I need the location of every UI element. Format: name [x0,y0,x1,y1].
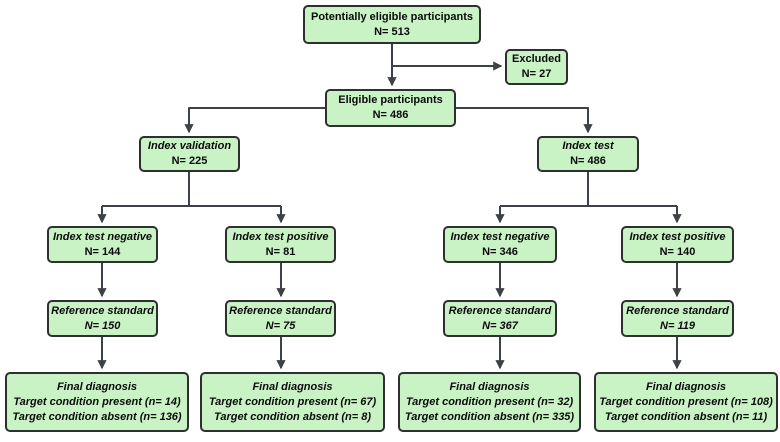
node-count: N= 486 [372,109,409,121]
node-reference-standard-4: Reference standard N= 119 [621,300,734,337]
node-title: Index test negative [450,230,550,243]
node-count: N= 144 [84,245,121,258]
node-title: Reference standard [626,304,729,317]
node-title: Index test negative [52,230,153,243]
node-detail: Target condition absent (n= 335) [404,410,575,423]
node-count: N= 367 [482,319,518,332]
node-detail: Target condition present (n= 14) [13,395,181,408]
node-count: N= 150 [84,319,121,332]
node-title: Final diagnosis [449,380,530,393]
node-title: Excluded [512,53,561,65]
node-count: N= 140 [659,245,696,258]
node-reference-standard-2: Reference standard N= 75 [225,300,336,337]
node-count: N= 119 [660,319,695,332]
node-eligible: Eligible participants N= 486 [325,89,456,127]
node-title: Reference standard [448,304,552,317]
connector [184,107,325,134]
node-test-index-test-negative: Index test negative N= 346 [443,226,557,263]
node-title: Reference standard [51,304,154,317]
node-title: Final diagnosis [645,380,727,393]
node-title: Index test positive [232,230,329,243]
node-title: Final diagnosis [252,380,333,393]
node-reference-standard-3: Reference standard N= 367 [443,300,557,337]
node-count: N= 513 [374,25,410,38]
node-count: N= 27 [521,68,552,80]
node-potentially-eligible: Potentially eligible participants N= 513 [303,5,481,44]
node-excluded: Excluded N= 27 [505,49,568,85]
node-detail: Target condition absent (n= 11) [604,410,768,423]
node-count: N= 81 [265,245,296,258]
node-detail: Target condition present (n= 108) [599,395,773,408]
node-reference-standard-1: Reference standard N= 150 [47,300,158,337]
node-final-diagnosis-3: Final diagnosis Target condition present… [398,372,581,432]
node-index-test: Index test N= 486 [537,136,639,172]
node-title: Potentially eligible participants [311,10,473,23]
node-detail: Target condition present (n= 32) [405,395,574,408]
node-validation-index-test-negative: Index test negative N= 144 [47,226,158,263]
node-title: Eligible participants [338,94,443,106]
node-count: N= 346 [482,245,518,258]
node-count: N= 486 [570,155,606,167]
node-final-diagnosis-2: Final diagnosis Target condition present… [200,372,385,432]
node-count: N= 75 [265,319,296,332]
node-final-diagnosis-1: Final diagnosis Target condition present… [5,372,189,432]
node-title: Index validation [147,140,232,152]
node-title: Reference standard [229,304,332,317]
node-count: N= 225 [171,155,208,167]
node-test-index-test-positive: Index test positive N= 140 [621,226,734,263]
node-final-diagnosis-4: Final diagnosis Target condition present… [594,372,778,432]
connector [456,107,593,134]
node-title: Index test [562,140,614,152]
node-detail: Target condition absent (n= 8) [214,410,371,423]
node-validation-index-test-positive: Index test positive N= 81 [225,226,336,263]
node-title: Final diagnosis [56,380,138,393]
node-title: Index test positive [629,230,726,243]
node-detail: Target condition present (n= 67) [208,395,377,408]
node-index-validation: Index validation N= 225 [139,136,240,172]
node-detail: Target condition absent (n= 136) [12,410,182,423]
